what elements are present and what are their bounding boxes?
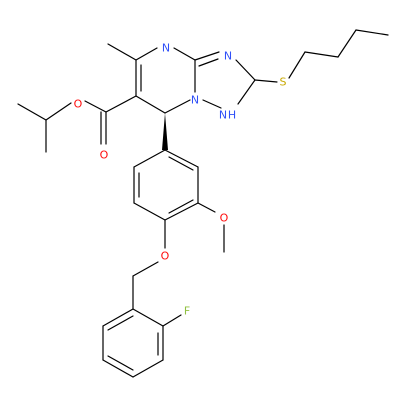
bond-o-ch2 [132,261,159,277]
atom-o-carbonyl: O [100,149,109,162]
bond-c2-s [254,79,278,83]
atom-o-benzyl: O [161,250,170,263]
atom-h-nh: H [228,109,236,122]
bond-n3-c2 [235,59,256,81]
bond-n-c7 [164,99,191,114]
atom-o-methoxy: O [220,212,229,225]
bond-ar2-f [102,308,134,327]
bond-c7-c6 [135,95,166,114]
bond-ipr-me1 [17,103,47,121]
bond-o-ipr [45,102,72,121]
atom-labels: N N N N H S O O O O F [74,42,287,318]
bond-ar-ome [197,202,216,213]
bond-ar1-d [133,202,166,221]
bond-butyl-1 [304,51,339,58]
bond-s-c1 [288,51,306,79]
bond-c3a-n3-double [198,58,219,67]
bond-c2-nh [237,79,256,105]
bond-ar2-a [132,308,164,327]
bond-ar2-d [102,359,134,378]
atom-s: S [280,76,287,89]
bond-n4-c3a [173,47,196,61]
bond-c5-n4 [135,47,158,61]
atom-n-bridge: N [191,94,199,107]
bond-ar1-inner-2 [168,199,194,214]
bond-butyl-2 [337,29,357,58]
bond-ar1-a [164,149,199,168]
bond-c6-carbonyl [105,95,137,113]
bond-butyl-3 [355,29,389,36]
bond-ar2-c [132,359,164,378]
bond-c3a-n3 [194,51,220,61]
atom-f: F [184,305,190,318]
atom-o-ester: O [74,98,83,111]
atom-n-triazole: N [224,50,232,63]
atom-n-nh: N [219,109,227,122]
bond-ar2-inner-3 [107,315,134,331]
bond-ar1-f [133,149,166,168]
stereo-wedge [162,113,168,150]
bond-ar2-inner-2 [107,355,134,371]
bond-ar1-c [164,202,199,221]
bond-ar1-inner-1 [168,156,194,171]
bond-nh-n [202,99,222,109]
bond-lines [17,29,389,378]
atom-n-ring: N [162,42,170,55]
bond-ar-f [162,314,182,327]
bond-methyl [107,43,137,61]
bond-c-oester [84,100,107,113]
